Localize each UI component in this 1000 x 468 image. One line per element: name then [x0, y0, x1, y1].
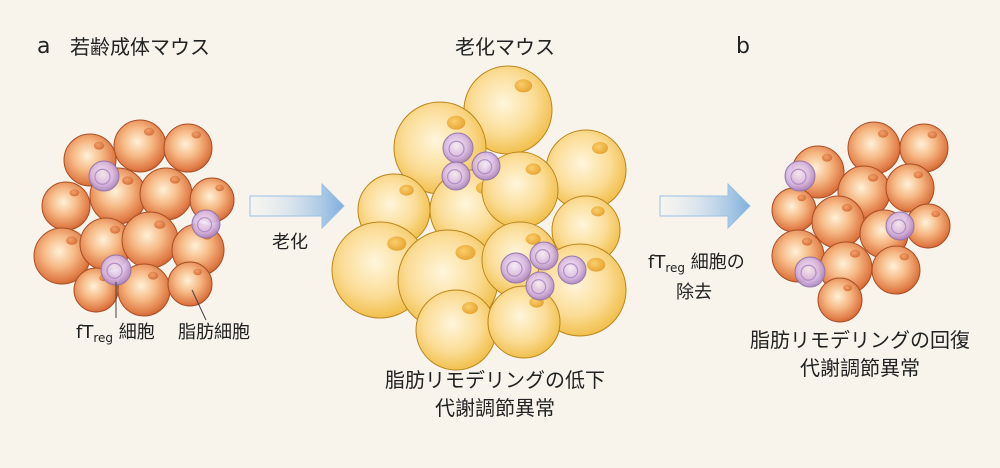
ftreg-f: f [648, 252, 655, 273]
young-adipocyte [847, 121, 901, 175]
restored-adipose-cluster [771, 121, 951, 323]
young-adipocyte [771, 187, 817, 233]
nucleus [931, 210, 941, 218]
adipocyte-label: 脂肪細胞 [178, 322, 250, 343]
treg-depletion-arrow [659, 182, 751, 230]
restored-caption-line2: 代謝調節異常 [800, 356, 920, 380]
nucleus [387, 236, 407, 251]
panel-a-title: 若齢成体マウス [70, 35, 210, 59]
nucleus [525, 163, 541, 175]
nucleus [122, 176, 134, 185]
young-adipocyte [41, 181, 91, 231]
nucleus [849, 249, 861, 258]
nucleus [591, 206, 605, 217]
aged-mouse-title: 老化マウス [455, 35, 555, 59]
ftreg-cell [885, 211, 915, 241]
ftreg-T: T [654, 252, 666, 273]
ftreg-cell-label: fTreg 細胞 [76, 322, 155, 345]
nucleus [586, 257, 606, 272]
nucleus [797, 194, 807, 202]
nucleus [877, 129, 889, 138]
ftreg-cell [525, 271, 555, 301]
young-adipose-cluster [33, 119, 235, 317]
treg-depletion-label-line1: fTreg 細胞の [648, 252, 745, 275]
nucleus [592, 142, 608, 154]
nucleus [913, 171, 924, 179]
ftreg-cell [100, 254, 132, 286]
nucleus [801, 237, 813, 246]
ftreg-rest: 細胞 [113, 322, 155, 343]
aged-adipose-cluster [331, 65, 627, 371]
aged-adipocyte [487, 285, 561, 359]
ftreg-cell [441, 161, 471, 191]
nucleus [399, 184, 414, 196]
nucleus [514, 79, 533, 93]
nucleus [147, 271, 159, 280]
ftreg-f: f [76, 322, 83, 343]
adipocyte-pointer-line [191, 289, 207, 321]
nucleus [455, 245, 476, 260]
aged-caption-line1: 脂肪リモデリングの低下 [385, 368, 605, 392]
ftreg-cell [529, 241, 559, 271]
young-adipocyte [167, 261, 213, 307]
ftreg-cell [794, 256, 826, 288]
ftreg-cell [471, 151, 501, 181]
young-adipocyte [113, 119, 167, 173]
nucleus [154, 220, 166, 229]
nucleus [867, 173, 879, 182]
nucleus [899, 253, 910, 261]
young-adipocyte [817, 277, 863, 323]
aged-adipocyte [415, 289, 497, 371]
ftreg-cell [191, 209, 221, 239]
ftreg-T: T [82, 322, 94, 343]
treg-depletion-label-line2: 除去 [676, 282, 712, 303]
young-adipocyte [899, 123, 949, 173]
nucleus [843, 284, 853, 292]
ftreg-sub: reg [93, 331, 114, 345]
young-adipocyte [163, 123, 213, 173]
nucleus [841, 203, 853, 212]
nucleus [69, 189, 80, 197]
nucleus [446, 115, 466, 130]
nucleus [169, 175, 181, 184]
nucleus [215, 184, 225, 192]
ftreg-cell [88, 160, 120, 192]
nucleus [462, 302, 478, 314]
nucleus [66, 236, 78, 245]
panel-letter-a: a [37, 34, 51, 59]
ftreg-rest: 細胞の [685, 252, 745, 273]
aging-arrow [249, 182, 345, 230]
aging-arrow-label: 老化 [272, 232, 308, 253]
nucleus [525, 233, 541, 245]
panel-letter-b: b [736, 34, 750, 59]
ftreg-cell [784, 160, 816, 192]
ftreg-cell [442, 132, 474, 164]
young-adipocyte [871, 245, 921, 295]
nucleus [109, 225, 121, 234]
nucleus [193, 268, 203, 276]
ftreg-cell [500, 252, 532, 284]
ftreg-sub: reg [665, 261, 686, 275]
ftreg-cell [557, 255, 587, 285]
young-adipocyte [885, 163, 935, 213]
young-adipocyte [811, 195, 865, 249]
nucleus [927, 131, 938, 139]
young-adipocyte [121, 211, 179, 269]
restored-caption-line1: 脂肪リモデリングの回復 [750, 328, 970, 352]
aged-caption-line2: 代謝調節異常 [435, 396, 555, 420]
nucleus [93, 141, 105, 150]
nucleus [191, 131, 202, 139]
nucleus [143, 127, 155, 136]
nucleus [821, 153, 833, 162]
